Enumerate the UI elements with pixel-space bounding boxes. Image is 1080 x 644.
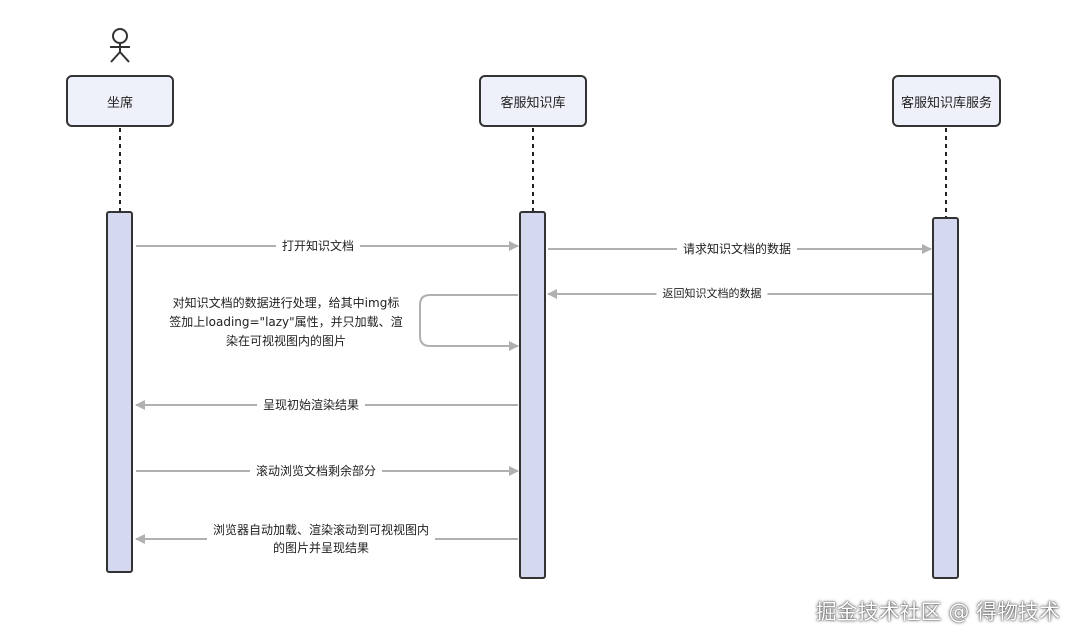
message-label-5: 呈现初始渲染结果 <box>256 396 366 414</box>
participant-kb-label: 客服知识库 <box>500 95 566 111</box>
self-message-arrow-4 <box>419 294 519 351</box>
participant-agent-label: 坐席 <box>106 95 133 111</box>
participant-kb-service-label: 客服知识库服务 <box>900 95 992 111</box>
participant-kb: 客服知识库 <box>479 75 587 127</box>
message-label-2: 请求知识文档的数据 <box>676 240 798 258</box>
message-label-6: 滚动浏览文档剩余部分 <box>249 462 383 480</box>
participant-agent: 坐席 <box>66 75 174 127</box>
actor-icon <box>110 28 130 63</box>
self-message-label-4: 对知识文档的数据进行处理，给其中img标 签加上loading="lazy"属性… <box>158 294 414 351</box>
message-label-7: 浏览器自动加载、渲染滚动到可视视图内 的图片并呈现结果 <box>206 521 436 557</box>
message-label-1: 打开知识文档 <box>275 237 361 255</box>
activation-kb-service <box>932 217 959 579</box>
watermark: 掘金技术社区 @ 得物技术 <box>815 600 1060 624</box>
activation-agent <box>106 211 133 573</box>
participant-kb-service: 客服知识库服务 <box>892 75 1001 127</box>
activation-kb <box>519 211 546 579</box>
message-label-3: 返回知识文档的数据 <box>656 285 768 303</box>
